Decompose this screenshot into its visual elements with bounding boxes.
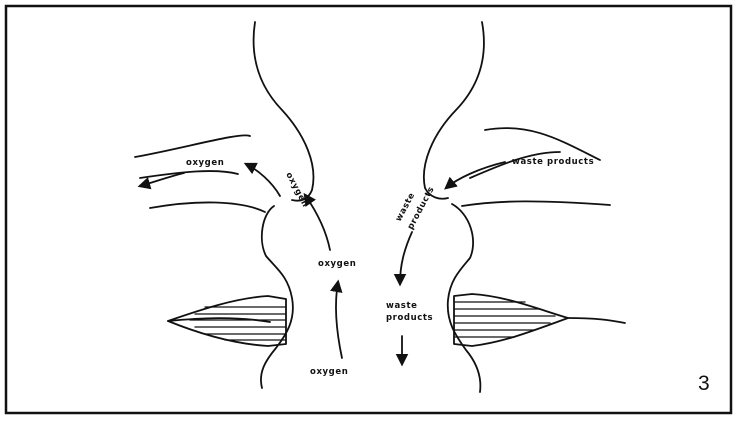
label-waste-products-right: waste products [512, 157, 594, 167]
figure-border [6, 6, 731, 413]
arrow-oxygen-bottom-up [336, 282, 342, 358]
left-outline-upper [254, 22, 314, 201]
right-striped-cone [454, 294, 625, 346]
right-gill-line-1 [485, 128, 600, 160]
left-gill-line-3 [150, 202, 265, 212]
left-gill-line-2 [140, 171, 238, 178]
arrow-oxygen-through-neck [246, 164, 280, 196]
arrow-waste-down-1 [400, 232, 412, 284]
label-products-bottom: products [386, 313, 433, 323]
left-striped-cone [168, 296, 286, 346]
label-oxygen-middle: oxygen [318, 259, 356, 269]
label-oxygen-bottom: oxygen [310, 367, 348, 377]
label-waste-bottom: waste [386, 301, 417, 311]
right-outline-lower [448, 204, 481, 392]
label-oxygen-diagonal: oxygen [283, 171, 310, 210]
left-gill-line-1 [135, 135, 250, 157]
right-gill-line-3 [462, 201, 610, 206]
figure-number: 3 [698, 372, 710, 395]
label-oxygen-left: oxygen [186, 158, 224, 168]
